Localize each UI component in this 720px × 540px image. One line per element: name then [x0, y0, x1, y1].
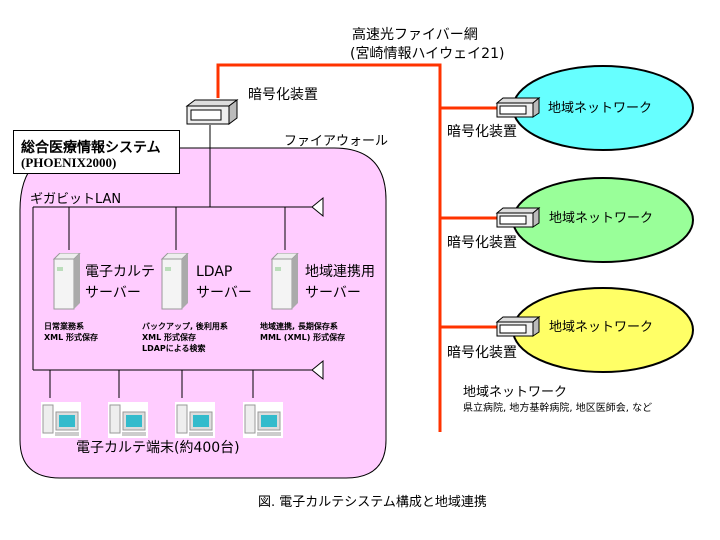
- figure-caption: 図. 電子カルテシステム構成と地域連携: [258, 495, 487, 510]
- server-2-note: バックアップ, 後利用系: [142, 322, 228, 331]
- backbone-label-line2: (宮崎情報ハイウェイ21): [350, 46, 505, 62]
- server-tower-icon: [52, 253, 81, 310]
- terminal-pc-icon: [108, 402, 148, 438]
- regional-network-1-label: 地域ネットワーク: [548, 101, 653, 116]
- server-tower-icon: [160, 253, 189, 310]
- encryptor-device-icon: [495, 316, 541, 337]
- server-1-note: 日常業務系: [44, 322, 84, 331]
- regional-network-2-label: 地域ネットワーク: [549, 211, 654, 226]
- encryptor-device-icon: [495, 97, 541, 118]
- central-encryptor-label: 暗号化装置: [248, 87, 318, 103]
- backbone-label-line1: 高速光ファイバー網: [352, 27, 478, 43]
- regional-note-members: 県立病院, 地方基幹病院, 地区医師会, など: [463, 403, 653, 414]
- server-2-name-line2: サーバー: [196, 285, 252, 301]
- server-1-name-line1: 電子カルテ: [85, 264, 155, 280]
- server-1-name-line2: サーバー: [85, 285, 141, 301]
- server-tower-icon: [270, 253, 299, 310]
- gigabit-lan-label: ギガビットLAN: [30, 192, 122, 207]
- server-1-note: XML 形式保存: [44, 333, 99, 342]
- regional-network-3-label: 地域ネットワーク: [549, 320, 654, 335]
- encryptor-device-icon: [495, 207, 541, 228]
- regional-note-title: 地域ネットワーク: [463, 385, 568, 400]
- regional-encryptor-2-label: 暗号化装置: [447, 235, 517, 251]
- server-2-note: XML 形式保存: [142, 333, 197, 342]
- server-3-name-line1: 地域連携用: [305, 264, 375, 280]
- server-2-name-line1: LDAP: [196, 264, 233, 280]
- gigabit-lan-bus: [32, 196, 324, 398]
- server-3-note: MML (XML) 形式保存: [260, 333, 346, 342]
- terminals-label: 電子カルテ端末(約400台): [76, 440, 240, 456]
- system-subtitle: (PHOENIX2000): [21, 155, 117, 170]
- regional-encryptor-1-label: 暗号化装置: [447, 124, 517, 140]
- system-title: 総合医療情報システム: [21, 140, 161, 156]
- system-title-box: 総合医療情報システム (PHOENIX2000): [13, 130, 180, 174]
- terminal-pc-icon: [41, 402, 81, 438]
- terminal-pc-icon: [243, 402, 283, 438]
- server-3-name-line2: サーバー: [305, 285, 361, 301]
- server-2-note: LDAPによる検索: [142, 344, 206, 353]
- fiber-backbone: [216, 63, 497, 432]
- firewall-label: ファイアウォール: [284, 134, 389, 149]
- encryptor-device-icon: [185, 99, 239, 125]
- server-3-note: 地域連携, 長期保存系: [260, 322, 338, 331]
- terminal-pc-icon: [175, 402, 215, 438]
- regional-encryptor-3-label: 暗号化装置: [447, 345, 517, 361]
